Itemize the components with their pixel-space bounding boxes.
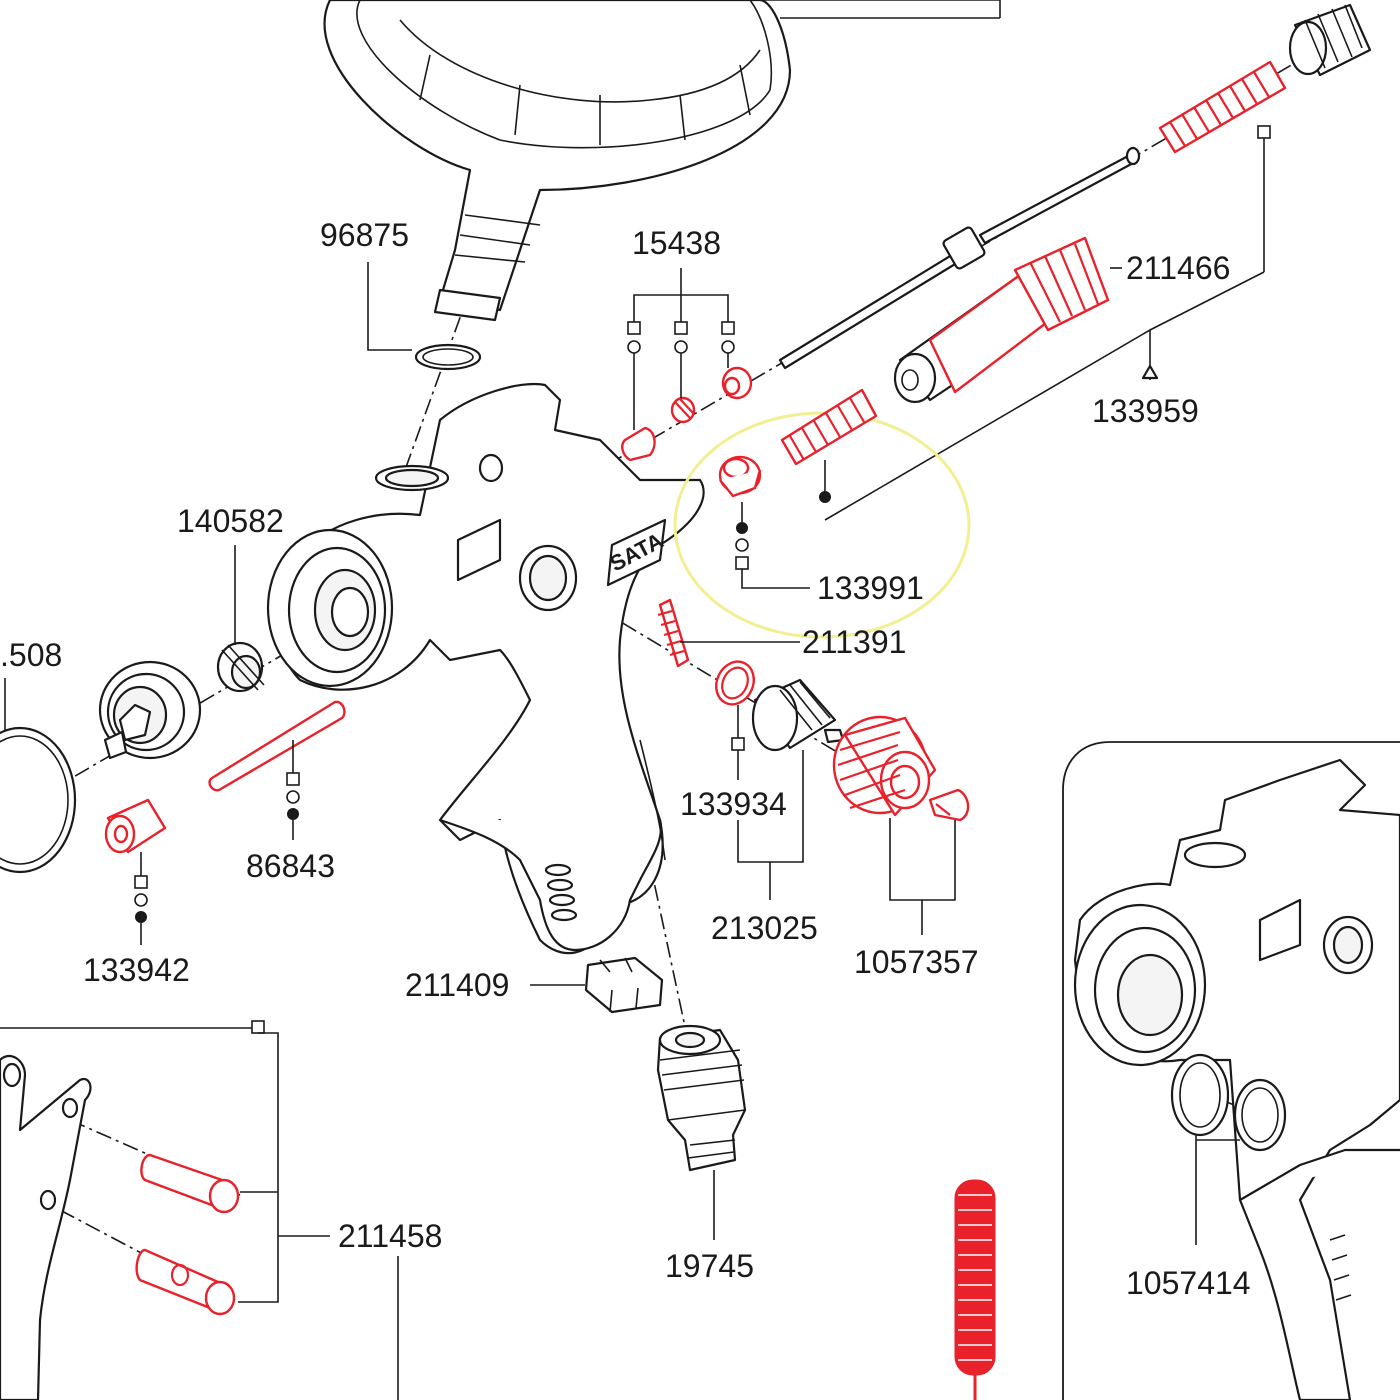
part-19745-connector: 19745 <box>656 1024 754 1284</box>
part-nut-upper <box>1288 3 1372 77</box>
label-211391: 211391 <box>802 624 906 660</box>
part-air-cap <box>98 660 202 760</box>
part-211409-clip: 211409 <box>405 956 664 1014</box>
label-96875: 96875 <box>320 217 409 253</box>
needle-assembly <box>778 146 1141 370</box>
label-1057357: 1057357 <box>854 944 979 980</box>
part-211466-adjuster: 211466 <box>893 236 1230 404</box>
part-spring-upper <box>1158 60 1287 154</box>
grip-slots <box>544 863 578 922</box>
part-1508-ring: .508 <box>0 637 77 874</box>
gun-body: SATA <box>266 383 705 955</box>
part-15438-packings: 15438 <box>621 225 753 462</box>
part-133934-oring: 133934 <box>680 660 787 822</box>
label-133934: 133934 <box>680 786 787 822</box>
label-133942: 133942 <box>83 952 190 988</box>
part-140582-nut: 140582 <box>177 503 284 693</box>
label-133991: 133991 <box>817 570 924 606</box>
part-133942-screw: 133942 <box>83 798 190 988</box>
gravity-cup <box>323 0 1001 322</box>
part-86843-rod: 86843 <box>208 700 346 884</box>
label-15438: 15438 <box>632 225 721 261</box>
label-1508: .508 <box>0 637 62 673</box>
label-211409: 211409 <box>405 967 509 1003</box>
label-211466: 211466 <box>1126 250 1230 286</box>
label-213025: 213025 <box>711 910 818 946</box>
trigger-frame <box>0 1054 92 1400</box>
label-140582: 140582 <box>177 503 284 539</box>
label-86843: 86843 <box>246 848 335 884</box>
part-133959-group: 133959 <box>824 125 1271 521</box>
label-19745: 19745 <box>665 1248 754 1284</box>
label-1057414: 1057414 <box>1126 1265 1251 1301</box>
part-96875-seal: 96875 <box>320 217 482 371</box>
inset-panel: 1057414 <box>1062 741 1400 1400</box>
part-211391-spring: 211391 <box>657 598 906 668</box>
part-211458-pins: 211458 <box>0 1020 442 1400</box>
part-1057357-knob: 1057357 <box>832 715 979 980</box>
part-133991-packing: 133991 <box>718 455 924 606</box>
cleaning-brush <box>954 1179 996 1400</box>
label-211458: 211458 <box>338 1218 442 1254</box>
label-133959: 133959 <box>1092 393 1199 429</box>
callout-highlight-circle <box>673 411 971 639</box>
part-spring-middle <box>780 388 878 503</box>
part-213025-valve: 213025 <box>711 678 845 946</box>
